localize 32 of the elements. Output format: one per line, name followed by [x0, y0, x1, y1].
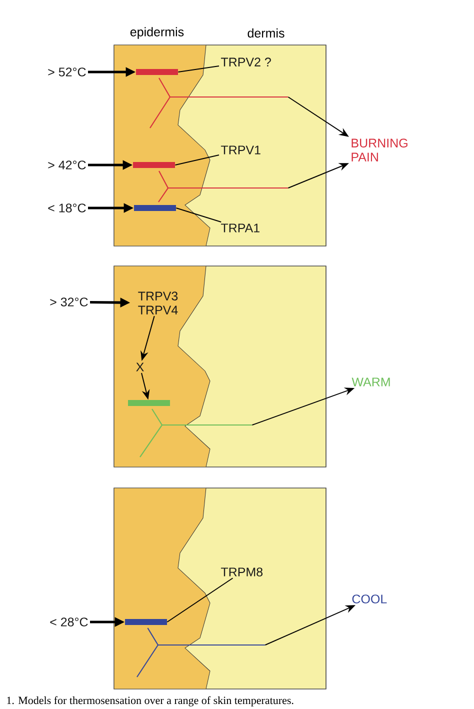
- text-label: < 28°C: [50, 618, 88, 626]
- receptor-bar: [134, 205, 176, 211]
- text-label: TRPV3 TRPV4: [138, 292, 178, 314]
- text-label: > 52°C: [48, 68, 86, 76]
- text-label: TRPV2 ?: [220, 58, 271, 66]
- nerve-ending-drawing: [136, 627, 266, 678]
- text-label: TRPV1: [220, 146, 260, 154]
- layer-label: epidermis: [130, 27, 184, 39]
- skin-panel: [114, 266, 326, 468]
- text-label: X: [136, 362, 144, 372]
- nerve-ending-drawing: [158, 170, 289, 203]
- sensation-label: COOL: [352, 594, 387, 604]
- leader-line: [176, 208, 222, 222]
- sensation-label: BURNING PAIN: [352, 138, 408, 162]
- leader-line: [166, 578, 234, 622]
- text-label: TRPM8: [220, 568, 263, 576]
- text-label: > 42°C: [48, 160, 86, 170]
- text-label: TRPA1: [220, 224, 260, 232]
- leader-line: [178, 65, 220, 72]
- layer-label: dermis: [248, 28, 284, 38]
- text-label: > 32°C: [50, 298, 88, 306]
- sensation-label: WARM: [352, 378, 390, 386]
- receptor-bar: [133, 162, 175, 168]
- receptor-bar: [125, 619, 167, 625]
- receptor-bar: [136, 69, 178, 75]
- caption: 1. Models for thermosensation over a range of skin temperatures.: [7, 696, 294, 706]
- leader-line: [174, 154, 220, 166]
- text-label: < 18°C: [48, 204, 86, 212]
- receptor-bar: [128, 400, 170, 406]
- nerve-ending-drawing: [149, 77, 289, 129]
- skin-panel: [114, 488, 326, 690]
- nerve-ending-drawing: [139, 408, 253, 458]
